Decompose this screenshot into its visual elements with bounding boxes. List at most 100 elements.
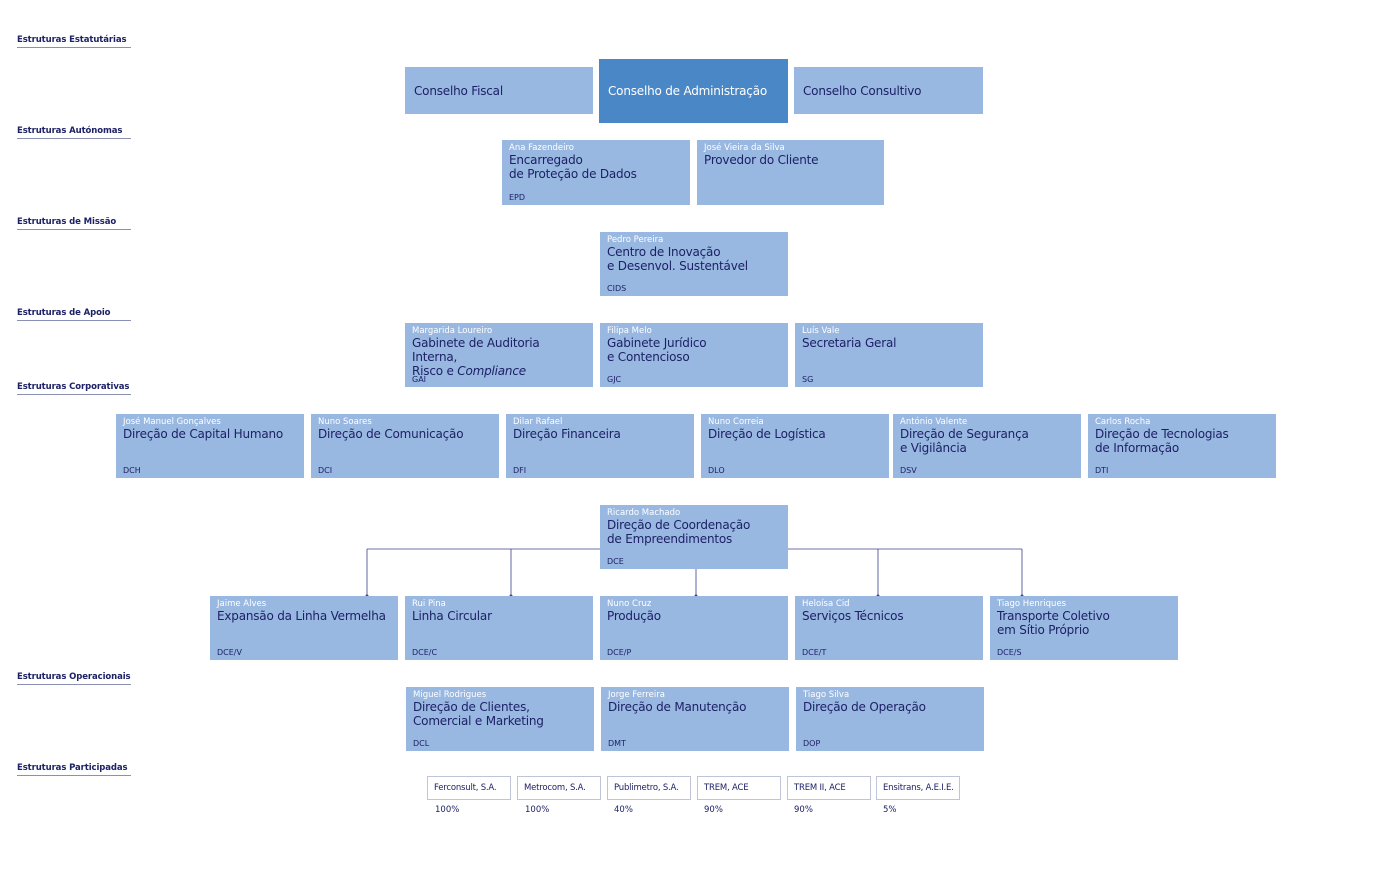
box-dce-s[interactable]: Tiago Henriques Transporte Coletivo em S…	[990, 596, 1178, 660]
box-title: Linha Circular	[412, 609, 492, 623]
box-dmt[interactable]: Jorge Ferreira Direção de Manutenção DMT	[601, 687, 789, 751]
box-gjc[interactable]: Filipa Melo Gabinete Jurídico e Contenci…	[600, 323, 788, 387]
box-abbr: DCE/P	[607, 648, 632, 657]
box-person: Ricardo Machado	[607, 508, 681, 518]
box-person: Luís Vale	[802, 326, 840, 336]
participada-pct: 5%	[883, 805, 897, 815]
box-title: Provedor do Cliente	[704, 153, 819, 167]
box-title: Encarregado de Proteção de Dados	[509, 153, 637, 181]
box-dch[interactable]: José Manuel Gonçalves Direção de Capital…	[116, 414, 304, 478]
box-epd[interactable]: Ana Fazendeiro Encarregado de Proteção d…	[502, 140, 690, 205]
box-sg[interactable]: Luís Vale Secretaria Geral SG	[795, 323, 983, 387]
section-label-missao: Estruturas de Missão	[17, 217, 131, 230]
box-abbr: DCH	[123, 466, 141, 475]
box-title: Direção Financeira	[513, 427, 621, 441]
box-title-italic: Compliance	[457, 364, 526, 378]
box-person: Jorge Ferreira	[608, 690, 665, 700]
box-person: Nuno Soares	[318, 417, 372, 427]
box-person: Nuno Correia	[708, 417, 764, 427]
box-abbr: EPD	[509, 193, 526, 202]
box-dcl[interactable]: Miguel Rodrigues Direção de Clientes, Co…	[406, 687, 594, 751]
box-title: Direção de Comunicação	[318, 427, 464, 441]
participada-pct: 90%	[794, 805, 813, 815]
participada-trem[interactable]: TREM, ACE	[697, 776, 781, 800]
section-label-autonomas: Estruturas Autónomas	[17, 126, 131, 139]
box-abbr: DSV	[900, 466, 917, 475]
box-dci[interactable]: Nuno Soares Direção de Comunicação DCI	[311, 414, 499, 478]
box-title: Transporte Coletivo em Sítio Próprio	[997, 609, 1110, 637]
box-abbr: GAI	[412, 375, 427, 384]
box-person: Tiago Henriques	[997, 599, 1067, 609]
section-label-operacionais: Estruturas Operacionais	[17, 672, 131, 685]
box-title: Conselho Fiscal	[414, 83, 503, 98]
box-person: António Valente	[900, 417, 968, 427]
participada-publimetro[interactable]: Publimetro, S.A.	[607, 776, 691, 800]
box-dti[interactable]: Carlos Rocha Direção de Tecnologias de I…	[1088, 414, 1276, 478]
box-title: Direção de Manutenção	[608, 700, 747, 714]
box-conselho-administracao[interactable]: Conselho de Administração	[599, 59, 788, 123]
box-person: Filipa Melo	[607, 326, 652, 336]
box-abbr: DCE/C	[412, 648, 438, 657]
box-title: Direção de Logística	[708, 427, 826, 441]
box-title: Gabinete Jurídico e Contencioso	[607, 336, 707, 364]
box-provedor-cliente[interactable]: José Vieira da Silva Provedor do Cliente	[697, 140, 884, 205]
box-abbr: DCE	[607, 557, 624, 566]
box-person: Nuno Cruz	[607, 599, 652, 609]
box-abbr: DMT	[608, 739, 626, 748]
box-title: Direção de Capital Humano	[123, 427, 284, 441]
participada-pct: 90%	[704, 805, 723, 815]
box-dce-v[interactable]: Jaime Alves Expansão da Linha Vermelha D…	[210, 596, 398, 660]
box-conselho-fiscal[interactable]: Conselho Fiscal	[405, 67, 593, 114]
box-title: Conselho de Administração	[608, 84, 767, 98]
box-title: Direção de Clientes, Comercial e Marketi…	[413, 700, 544, 728]
box-abbr: DCE/S	[997, 648, 1022, 657]
box-person: Jaime Alves	[217, 599, 267, 609]
box-conselho-consultivo[interactable]: Conselho Consultivo	[794, 67, 983, 114]
box-title: Gabinete de Auditoria Interna, Risco e C…	[412, 336, 586, 378]
box-title: Direção de Operação	[803, 700, 926, 714]
box-abbr: DFI	[513, 466, 527, 475]
box-person: José Vieira da Silva	[704, 143, 785, 153]
participada-metrocom[interactable]: Metrocom, S.A.	[517, 776, 601, 800]
box-dsv[interactable]: António Valente Direção de Segurança e V…	[893, 414, 1081, 478]
box-abbr: CIDS	[607, 284, 627, 293]
box-cids[interactable]: Pedro Pereira Centro de Inovação e Desen…	[600, 232, 788, 296]
box-person: Dilar Rafael	[513, 417, 563, 427]
box-title: Direção de Segurança e Vigilância	[900, 427, 1029, 455]
box-abbr: DCE/V	[217, 648, 242, 657]
box-dce-c[interactable]: Rui Pina Linha Circular DCE/C	[405, 596, 593, 660]
box-person: Miguel Rodrigues	[413, 690, 487, 700]
box-abbr: DCL	[413, 739, 430, 748]
box-dce-t[interactable]: Heloísa Cid Serviços Técnicos DCE/T	[795, 596, 983, 660]
box-person: Carlos Rocha	[1095, 417, 1151, 427]
box-dce-p[interactable]: Nuno Cruz Produção DCE/P	[600, 596, 788, 660]
box-gai[interactable]: Margarida Loureiro Gabinete de Auditoria…	[405, 323, 593, 387]
box-person: Ana Fazendeiro	[509, 143, 575, 153]
box-abbr: SG	[802, 375, 814, 384]
participada-pct: 100%	[525, 805, 550, 815]
section-label-corporativas: Estruturas Corporativas	[17, 382, 131, 395]
box-person: José Manuel Gonçalves	[123, 417, 221, 427]
box-title: Serviços Técnicos	[802, 609, 904, 623]
box-title: Secretaria Geral	[802, 336, 897, 350]
box-dlo[interactable]: Nuno Correia Direção de Logística DLO	[701, 414, 889, 478]
box-dop[interactable]: Tiago Silva Direção de Operação DOP	[796, 687, 984, 751]
box-title-text: Gabinete de Auditoria Interna, Risco e	[412, 336, 540, 378]
box-abbr: DCE/T	[802, 648, 827, 657]
participada-trem-ii[interactable]: TREM II, ACE	[787, 776, 871, 800]
box-title: Expansão da Linha Vermelha	[217, 609, 386, 623]
box-person: Rui Pina	[412, 599, 446, 609]
participada-pct: 100%	[435, 805, 460, 815]
box-abbr: DLO	[708, 466, 725, 475]
box-dfi[interactable]: Dilar Rafael Direção Financeira DFI	[506, 414, 694, 478]
participada-ensitrans[interactable]: Ensitrans, A.E.I.E.	[876, 776, 960, 800]
box-abbr: DOP	[803, 739, 821, 748]
box-dce[interactable]: Ricardo Machado Direção de Coordenação d…	[600, 505, 788, 569]
participada-ferconsult[interactable]: Ferconsult, S.A.	[427, 776, 511, 800]
participada-pct: 40%	[614, 805, 633, 815]
box-person: Pedro Pereira	[607, 235, 664, 245]
box-abbr: DCI	[318, 466, 333, 475]
box-person: Heloísa Cid	[802, 599, 850, 609]
section-label-estatutarias: Estruturas Estatutárias	[17, 35, 131, 48]
box-title: Centro de Inovação e Desenvol. Sustentáv…	[607, 245, 748, 273]
